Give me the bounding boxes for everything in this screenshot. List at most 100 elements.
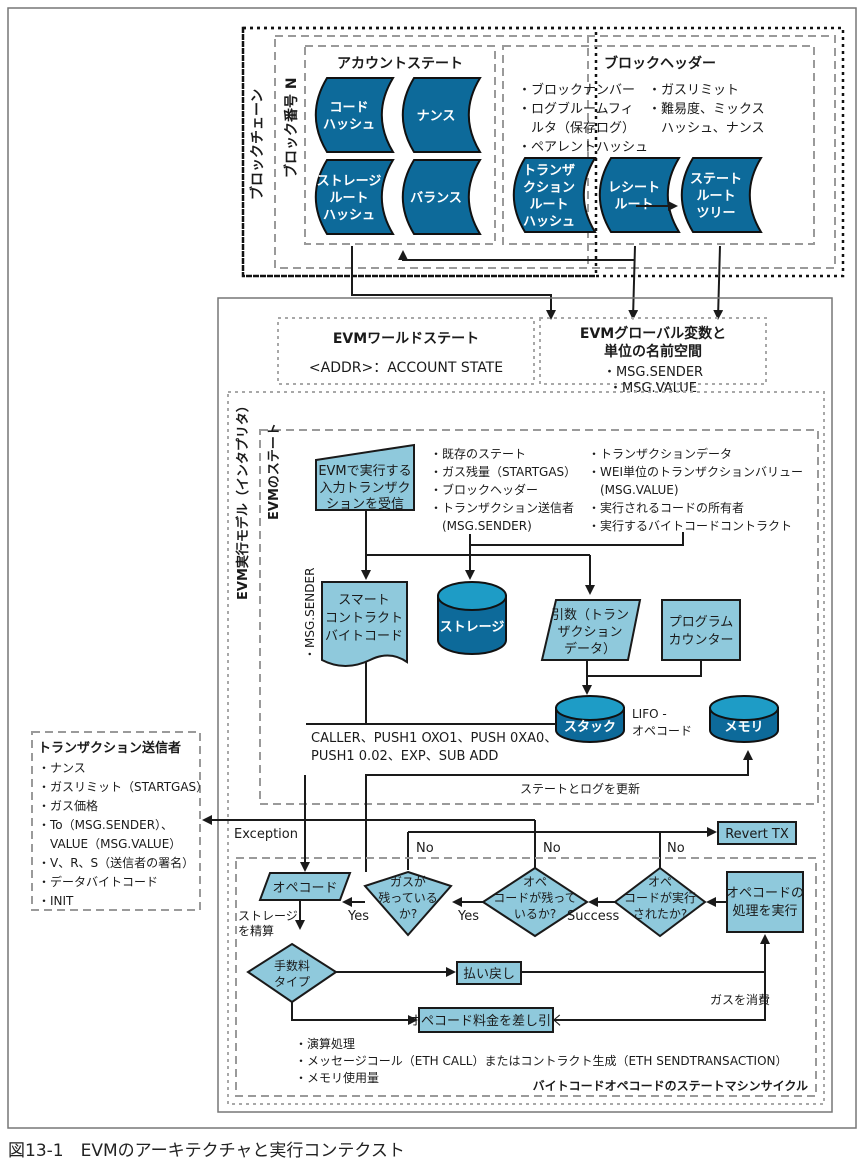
execute-line: 処理を実行 — [732, 903, 797, 919]
sender-item: ・データバイトコード — [38, 874, 158, 889]
scroll-label: コード — [329, 101, 368, 116]
state-item: ・ガス残量（STARTGAS） — [430, 465, 576, 479]
fee-item: ・メモリ使用量 — [295, 1070, 379, 1085]
arrow-receipt-to-globals — [628, 245, 639, 320]
figure-caption: 図13-1 EVMのアーキテクチャと実行コンテクスト — [8, 1141, 405, 1161]
blockchain-outer — [241, 26, 845, 278]
sender-title: トランザクション送信者 — [38, 740, 181, 756]
opcode-label: オペコード — [272, 881, 337, 896]
scroll-label: ハッシュ — [523, 215, 575, 230]
no-label: No — [667, 841, 685, 856]
input-transaction-shape — [315, 443, 415, 511]
evm-container — [217, 297, 833, 1113]
state-item: ・実行するバイトコードコントラクト — [588, 518, 792, 533]
execute-line: オペコードの — [726, 886, 804, 901]
scroll-label: ルート — [529, 198, 568, 213]
globals-box — [539, 317, 767, 385]
sender-item: ・V、R、S（送信者の署名） — [38, 855, 194, 870]
lifo-label: LIFO - — [632, 707, 667, 721]
diamond-line: オペ — [648, 875, 672, 889]
header-item: ・ログブルームフィ — [518, 101, 634, 117]
globals-item: ・MSG.SENDER — [603, 365, 703, 380]
block-header-title: ブロックヘッダー — [604, 55, 716, 72]
header-item: ルタ（保存ログ） — [518, 121, 635, 136]
arrow-account-to-world — [351, 246, 556, 320]
deduct-fee-label: オペコード料金を差し引く — [408, 1013, 564, 1029]
account-state-title: アカウントステート — [337, 56, 463, 72]
block-number-label: ブロック番号 N — [283, 77, 300, 178]
execution-model-box — [227, 391, 825, 1105]
blockchain-label: ブロックチェーン — [249, 89, 266, 200]
cylinder-body — [437, 595, 507, 655]
header-item: ・ガスリミット — [648, 83, 739, 98]
no-label: No — [416, 841, 434, 856]
arrow-to-deduct — [291, 1002, 418, 1025]
header-item: ・ペアレントハッシュ — [518, 140, 648, 155]
yes-label: Yes — [347, 909, 369, 924]
scroll-label: クション — [523, 181, 575, 196]
scroll-label: ステート — [690, 172, 742, 187]
scroll-label: トランザ — [523, 164, 575, 179]
sender-item: ・ガスリミット（STARTGAS） — [38, 780, 208, 794]
state-item: ・ブロックヘッダー — [430, 482, 538, 497]
world-state-box — [277, 317, 535, 385]
scroll-label: バランス — [410, 191, 462, 206]
opcode-shape — [258, 872, 352, 901]
cylinder-label: ストレージ — [440, 620, 505, 635]
fee-type-diamond — [246, 942, 338, 1004]
scroll-shape — [512, 157, 597, 233]
settle-storage-line: を精算 — [238, 923, 274, 938]
cylinder-top — [709, 695, 779, 721]
globals-title-2: 単位の名前空間 — [604, 343, 702, 360]
smart-contract-shape — [321, 581, 408, 667]
refund-label: 払い戻し — [463, 967, 515, 982]
pc-line: カウンター — [668, 633, 733, 648]
sender-box — [31, 731, 201, 911]
exception-label: Exception — [234, 827, 298, 842]
cylinder-label: メモリ — [724, 720, 763, 735]
fee-item: ・メッセージコール（ETH CALL）またはコントラクト生成（ETH SENDT… — [295, 1054, 788, 1068]
diamond-line: コードが残って — [493, 890, 576, 905]
input-tx-line: 入力トランザク — [319, 481, 410, 496]
fee-type-line: タイプ — [274, 975, 310, 989]
arrow-receipt-to-account — [398, 250, 635, 261]
arrow-state-to-globals — [713, 245, 724, 320]
update-state-label: ステートとログを更新 — [520, 781, 640, 796]
state-item: ・WEI単位のトランザクションバリュー — [588, 464, 803, 479]
sender-item: ・ガス価格 — [38, 798, 98, 813]
diamond-line: か? — [399, 907, 417, 921]
fee-item: ・演算処理 — [295, 1036, 355, 1051]
state-item: ・既存のステート — [430, 447, 526, 461]
state-machine-cycle-box — [235, 857, 817, 1097]
opcode-executed-diamond — [613, 866, 707, 938]
cylinder-top — [555, 695, 625, 721]
diamond-line: オペ — [523, 875, 547, 889]
sender-item: ・To（MSG.SENDER）、 — [38, 818, 173, 832]
opcode-left-diamond — [481, 866, 589, 938]
sender-item: ・INIT — [38, 894, 74, 908]
consume-gas-label: ガスを消費 — [710, 992, 770, 1007]
storage-cylinder: ストレージ — [437, 581, 507, 655]
deduct-fee-box — [418, 1007, 554, 1033]
diamond-line: ガスが — [390, 874, 426, 889]
scroll-label: レシート — [608, 181, 660, 196]
scroll-label: ルート — [329, 191, 368, 206]
diamond-line: 残っている — [378, 891, 437, 905]
figure-frame — [7, 7, 857, 1129]
cylinders: ストレージスタックメモリ — [437, 581, 779, 743]
state-item: (MSG.SENDER) — [430, 519, 532, 533]
scroll-label: ハッシュ — [323, 118, 375, 133]
revert-tx-label: Revert TX — [725, 827, 789, 842]
args-line: 引数（トラン — [551, 608, 629, 623]
input-tx-line: ションを受信 — [326, 497, 404, 512]
scroll-shape — [401, 159, 482, 235]
scroll-shape — [314, 159, 395, 235]
account-state-border — [304, 45, 496, 245]
diamond-line: コードが実行 — [624, 890, 696, 905]
execute-opcode-box — [726, 871, 804, 933]
contract-line: スマート — [338, 593, 390, 608]
contract-line: バイトコード — [325, 629, 403, 644]
nonce-scroll: ナンス — [401, 77, 482, 153]
